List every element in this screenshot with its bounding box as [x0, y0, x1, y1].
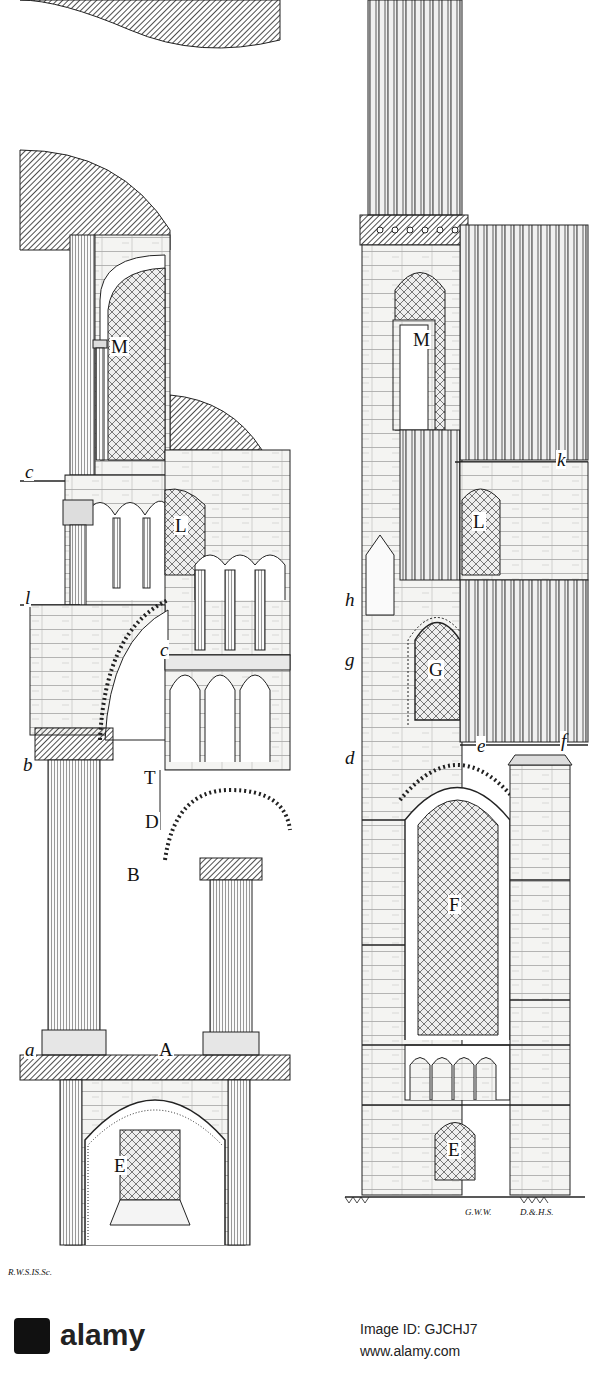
engraver-signature: R.W.S.IS.Sc. — [8, 1268, 52, 1277]
callout-letter: D — [144, 812, 160, 831]
callout-letter: F — [448, 895, 461, 914]
engraver-signature: D.&.H.S. — [520, 1208, 554, 1217]
callout-letter: a — [24, 1040, 36, 1059]
callout-letter: k — [556, 450, 566, 469]
callout-letter: A — [158, 1040, 174, 1059]
callout-letter: d — [344, 748, 356, 767]
callout-letter: g — [344, 650, 356, 669]
watermark: Image ID: GJCHJ7 — [360, 1322, 477, 1336]
callout-letter: f — [560, 731, 567, 750]
engraver-signature: G.W.W. — [465, 1208, 492, 1217]
callout-letter: B — [126, 865, 141, 884]
callout-letter: T — [143, 768, 157, 787]
callout-letter: c — [159, 640, 169, 659]
callout-letter: L — [472, 512, 486, 531]
watermark: alamy — [60, 1320, 145, 1350]
callout-letter: M — [412, 330, 431, 349]
callout-letter: E — [113, 1156, 127, 1175]
callout-letter: E — [447, 1140, 461, 1159]
callout-letter: e — [476, 736, 486, 755]
callout-letter: h — [344, 590, 356, 609]
callout-letter: M — [110, 337, 129, 356]
watermark: www.alamy.com — [360, 1344, 460, 1358]
callout-letter: c — [24, 462, 34, 481]
callout-letter: L — [174, 516, 188, 535]
callout-letter: G — [428, 660, 444, 679]
callout-letter: b — [22, 755, 34, 774]
callout-letter: l — [24, 588, 31, 607]
